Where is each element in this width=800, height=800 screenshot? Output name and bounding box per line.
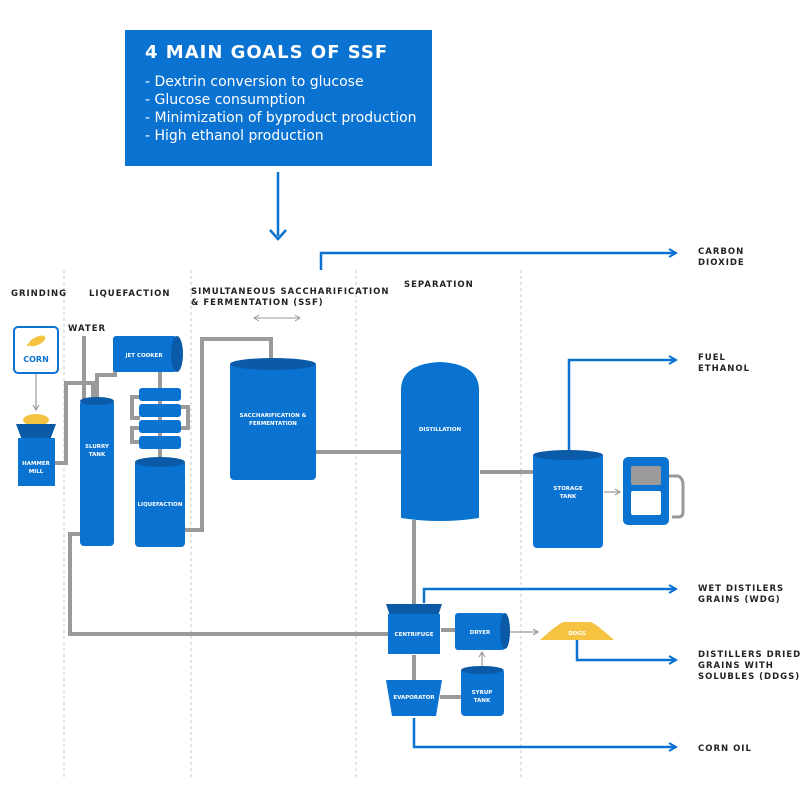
output-ddgs-2: GRAINS WITH [698,661,774,671]
goals-list: - Dextrin conversion to glucose - Glucos… [145,73,417,145]
goal-item: - High ethanol production [145,128,324,144]
stage-label-ssf-1: SIMULTANEOUS SACCHARIFICATION [191,287,390,297]
storage-tank: STORAGE TANK [533,450,603,548]
syrup-tank-label-1: SYRUP [472,690,493,696]
stage-label-separation: SEPARATION [404,280,474,290]
stage-label-ssf-2: & FERMENTATION (SSF) [191,298,324,308]
centrifuge-label: CENTRIFUGE [395,632,434,638]
pipe-coil [180,405,190,430]
dryer: DRYER [455,613,510,650]
evaporator: EVAPORATOR [386,680,442,716]
holding-coil [139,388,181,449]
pipe-coil [130,426,140,444]
pipe-mill-to-slurry [55,381,95,465]
pipe-liquefaction-to-ssf [184,337,273,532]
corn-box: CORN [13,326,59,374]
corn-icon [26,335,46,347]
hammer-mill-label-1: HAMMER [22,461,51,467]
hammer-mill-label-2: MILL [29,469,44,475]
ssf-tank-label-2: FERMENTATION [249,421,297,427]
syrup-tank-label-2: TANK [474,698,491,704]
ddgs-pile-label: DDGS [568,631,586,637]
slurry-tank: SLURRY TANK [80,397,114,546]
output-carbon-dioxide-1: CARBON [698,247,744,257]
storage-tank-label-2: TANK [560,494,577,500]
evaporator-label: EVAPORATOR [393,695,435,701]
output-ddgs-1: DISTILLERS DRIED [698,650,800,660]
pipe-coil [130,395,140,420]
hammer-mill: HAMMER MILL [16,414,56,486]
ssf-tank: SACCHARIFICATION & FERMENTATION [230,358,316,480]
corn-label: CORN [23,355,49,364]
line-to-wdg [422,589,676,603]
stage-label-liquefaction: LIQUEFACTION [89,289,170,299]
output-wdg-2: GRAINS (WDG) [698,595,781,605]
pipe-recycle [68,532,390,636]
jet-cooker-label: JET COOKER [124,353,163,359]
output-fuel-ethanol-1: FUEL [698,353,726,363]
stage-label-grinding: GRINDING [11,289,67,299]
fuel-pump-icon [623,457,685,525]
ddgs-pile: DDGS [540,622,614,640]
output-carbon-dioxide-2: DIOXIDE [698,258,745,268]
liquefaction-tank: LIQUEFACTION [135,457,185,547]
line-to-carbon-dioxide [319,253,676,270]
output-fuel-ethanol-2: ETHANOL [698,364,750,374]
goals-title: 4 MAIN GOALS OF SSF [145,42,389,63]
ssf-tank-label-1: SACCHARIFICATION & [240,413,307,419]
output-ddgs-3: SOLUBLES (DDGS) [698,672,800,682]
goals-arrow-head-icon [269,229,287,241]
goal-item: - Glucose consumption [145,92,306,108]
line-to-corn-oil [412,718,676,747]
output-wdg-1: WET DISTILERS [698,584,784,594]
ssf-span-arrow-icon [253,314,301,322]
line-to-ddgs [575,640,676,660]
distillation-label: DISTILLATION [419,427,462,433]
slurry-tank-label-2: TANK [89,452,106,458]
water-label: WATER [68,324,106,334]
distillation-column: DISTILLATION [401,362,479,521]
output-corn-oil: CORN OIL [698,744,752,754]
pipe-slurry-to-cooker [95,360,117,398]
goal-item: - Dextrin conversion to glucose [145,74,364,90]
syrup-tank: SYRUP TANK [461,666,504,716]
liquefaction-tank-label: LIQUEFACTION [138,502,183,508]
line-to-fuel-ethanol [567,360,676,455]
dryer-label: DRYER [470,630,491,636]
storage-tank-label-1: STORAGE [553,486,582,492]
goal-item: - Minimization of byproduct production [145,110,417,126]
jet-cooker: JET COOKER [113,336,183,372]
slurry-tank-label-1: SLURRY [85,444,110,450]
centrifuge: CENTRIFUGE [386,604,442,654]
goals-box: 4 MAIN GOALS OF SSF - Dextrin conversion… [125,30,432,166]
